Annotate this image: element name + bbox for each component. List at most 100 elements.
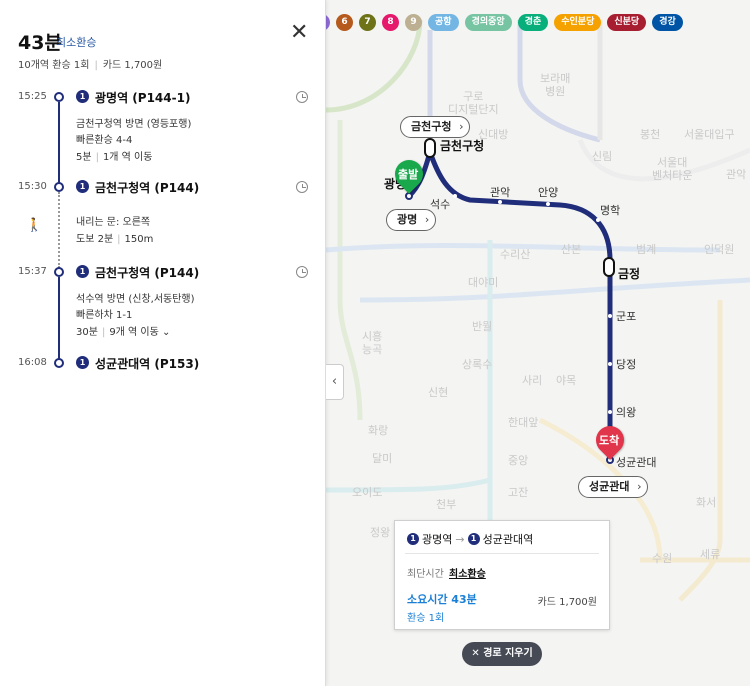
legend-line-item[interactable]: 9 bbox=[402, 10, 425, 34]
map-bg-label: 신림 bbox=[592, 150, 613, 163]
step-time: 15:30 bbox=[18, 181, 47, 192]
step-stops-expand[interactable]: 9개 역 이동 ⌄ bbox=[109, 327, 171, 338]
station-label-dangjeong: 당정 bbox=[616, 358, 637, 371]
step-station[interactable]: 성균관대역 (P153) bbox=[95, 357, 200, 371]
step-duration: 5분|1개 역 이동 bbox=[76, 151, 152, 164]
station-label-seoksu: 석수 bbox=[430, 198, 451, 211]
walk-icon: 🚶 bbox=[26, 218, 43, 233]
map-bg-label: 한대앞 bbox=[508, 416, 539, 429]
map-bg-label: 상록수 bbox=[462, 358, 493, 371]
legend-line-badge: 6 bbox=[336, 13, 353, 31]
collapse-panel-button[interactable]: ‹ bbox=[326, 364, 344, 400]
step-station[interactable]: 금천구청역 (P144) bbox=[95, 181, 200, 195]
card-from-station: 광명역 bbox=[422, 533, 453, 546]
station-label-geumjeong: 금정 bbox=[618, 267, 641, 281]
station-label-gunpo: 군포 bbox=[616, 310, 637, 323]
route-summary: 10개역 환승 1회|카드 1,700원 bbox=[18, 56, 162, 71]
legend-line-item[interactable]: 수인분당 bbox=[551, 10, 604, 34]
legend-line-item[interactable]: 경춘 bbox=[515, 10, 552, 34]
step-station[interactable]: 광명역 (P144-1) bbox=[95, 91, 191, 105]
map-bg-label: 수원 bbox=[652, 552, 673, 565]
step-door-info: 내리는 문: 오른쪽 bbox=[76, 217, 151, 228]
summary-stations: 10개역 환승 1회 bbox=[18, 60, 90, 71]
map-bg-label: 중앙 bbox=[508, 454, 529, 467]
legend-line-item[interactable]: 6 bbox=[333, 10, 356, 34]
station-chip-label: 광명 bbox=[397, 213, 418, 226]
legend-line-item[interactable]: 신분당 bbox=[604, 10, 649, 34]
card-time: 소요시간 43분 bbox=[407, 593, 477, 606]
map-bg-label: 관악 bbox=[726, 168, 747, 181]
step-station[interactable]: 금천구청역 (P144) bbox=[95, 266, 200, 280]
line-badge: 1 bbox=[76, 265, 89, 278]
clock-icon[interactable] bbox=[296, 91, 308, 103]
step-duration: 도보 2분|150m bbox=[76, 233, 153, 246]
map-bg-label: 화랑 bbox=[368, 424, 389, 437]
card-transfers: 환승 1회 bbox=[407, 613, 445, 624]
route-line bbox=[407, 143, 613, 460]
timeline-node bbox=[54, 267, 64, 277]
legend-line-badge: 7 bbox=[359, 13, 376, 31]
legend-line-badge: 경의중앙 bbox=[464, 13, 512, 31]
station-label-myeonghak: 명학 bbox=[600, 204, 621, 217]
step-time: 15:37 bbox=[18, 266, 47, 277]
station-chip-geumcheon[interactable]: 금천구청 › bbox=[400, 116, 471, 138]
map-bg-label: 반월 bbox=[472, 320, 493, 333]
step-distance: 150m bbox=[124, 234, 154, 245]
step-duration-value: 도보 2분 bbox=[76, 234, 114, 245]
step-direction: 석수역 방면 (신창,서동탄행) bbox=[76, 294, 195, 305]
step-transfer-info: 빠른하차 1-1 bbox=[76, 310, 133, 321]
filter-min-transfer[interactable]: 최소환승 bbox=[449, 569, 486, 580]
map-bg-label: 달미 bbox=[372, 452, 393, 465]
map-bg-label: 고잔 bbox=[508, 486, 529, 499]
step-time: 16:08 bbox=[18, 357, 47, 368]
clock-icon[interactable] bbox=[296, 181, 308, 193]
station-chip-label: 금천구청 bbox=[411, 120, 452, 133]
route-info-card[interactable]: 1 광명역 → 1 성균관대역 최단시간 최소환승 소요시간 43분 카드 1,… bbox=[394, 520, 610, 630]
station-chip-sungkyunkwan[interactable]: 성균관대 › bbox=[578, 476, 649, 498]
map-bg-label: 정왕 bbox=[370, 526, 391, 539]
map-bg-label: 세류 bbox=[700, 548, 721, 561]
route-type-tag: 최소환승 bbox=[56, 36, 97, 49]
card-route: 1 광명역 → 1 성균관대역 bbox=[407, 531, 533, 547]
legend-line-badge: 경춘 bbox=[517, 13, 549, 31]
station-chip-gwangmyeong[interactable]: 광명 › bbox=[386, 209, 437, 231]
station-label-geumcheon: 금천구청 bbox=[440, 139, 485, 153]
timeline-node bbox=[54, 92, 64, 102]
legend-line-item[interactable]: 공항 bbox=[425, 10, 462, 34]
legend-line-item[interactable]: 7 bbox=[356, 10, 379, 34]
line-badge: 1 bbox=[407, 533, 419, 545]
map-bg-label: 천부 bbox=[436, 498, 457, 511]
station-label-anyang: 안양 bbox=[538, 186, 559, 199]
total-time: 43분 bbox=[18, 32, 62, 54]
legend-line-badge: 8 bbox=[382, 13, 399, 31]
map-bg-label: 산본 bbox=[561, 243, 582, 256]
legend-line-item[interactable]: 8 bbox=[379, 10, 402, 34]
arrow-right-icon: → bbox=[455, 532, 465, 546]
line-badge: 1 bbox=[76, 180, 89, 193]
map-bg-label: 대야미 bbox=[468, 276, 499, 289]
clock-icon[interactable] bbox=[296, 266, 308, 278]
legend-line-badge: 경강 bbox=[652, 13, 683, 31]
close-icon[interactable]: ✕ bbox=[290, 20, 309, 45]
end-pin-label: 도착 bbox=[599, 434, 620, 447]
step-time: 15:25 bbox=[18, 91, 47, 102]
chevron-right-icon: › bbox=[459, 120, 464, 133]
filter-shortest-time[interactable]: 최단시간 bbox=[407, 569, 444, 580]
legend-line-badge: 신분당 bbox=[607, 13, 647, 31]
legend-line-badge: 수인분당 bbox=[554, 13, 602, 31]
step-duration[interactable]: 30분|9개 역 이동 ⌄ bbox=[76, 326, 170, 339]
legend-line-item[interactable]: 경의중앙 bbox=[462, 10, 515, 34]
legend-line-badge: 9 bbox=[405, 13, 422, 31]
clear-route-button[interactable]: ✕ 경로 지우기 bbox=[462, 642, 542, 666]
timeline-node bbox=[54, 358, 64, 368]
step-duration-value: 5분 bbox=[76, 152, 92, 163]
legend-line-item[interactable]: 경강 bbox=[649, 10, 686, 34]
station-label-sungkyunkwan: 성균관대 bbox=[616, 456, 657, 469]
